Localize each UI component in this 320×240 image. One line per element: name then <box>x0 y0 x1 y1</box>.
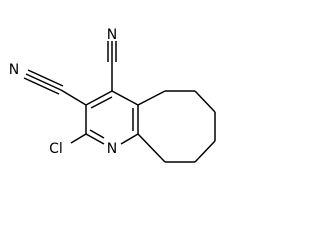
bond-c4-c4a <box>111 90 139 106</box>
atom-label-chloro: Cl <box>49 141 63 157</box>
atom-label-ring-n: N <box>107 141 117 157</box>
bond-c4a-c5 <box>137 90 166 106</box>
bond-c10-c10a <box>137 133 166 163</box>
atom-label-cyano-n-left: N <box>9 62 19 78</box>
bond-c6-c7 <box>194 90 216 113</box>
bond-c10a-n1 <box>120 133 139 145</box>
atom-label-cyano-n-top: N <box>107 27 117 43</box>
bond-c3-c4-inner <box>90 96 113 109</box>
bond-n1-c2 <box>85 133 105 145</box>
bond-c2-cl <box>70 133 87 144</box>
chemical-structure-drawing: N N Cl N <box>9 27 216 163</box>
bond-c3-c4 <box>85 90 113 106</box>
bond-n1-c2-inner <box>89 129 105 139</box>
triple-bond-left-lower <box>23 77 60 95</box>
triple-bond-left-upper <box>27 69 64 87</box>
bond-c8-c9 <box>194 140 216 163</box>
bond-c3-cn-carbon <box>60 89 87 106</box>
triple-bond-left-center <box>25 73 62 91</box>
